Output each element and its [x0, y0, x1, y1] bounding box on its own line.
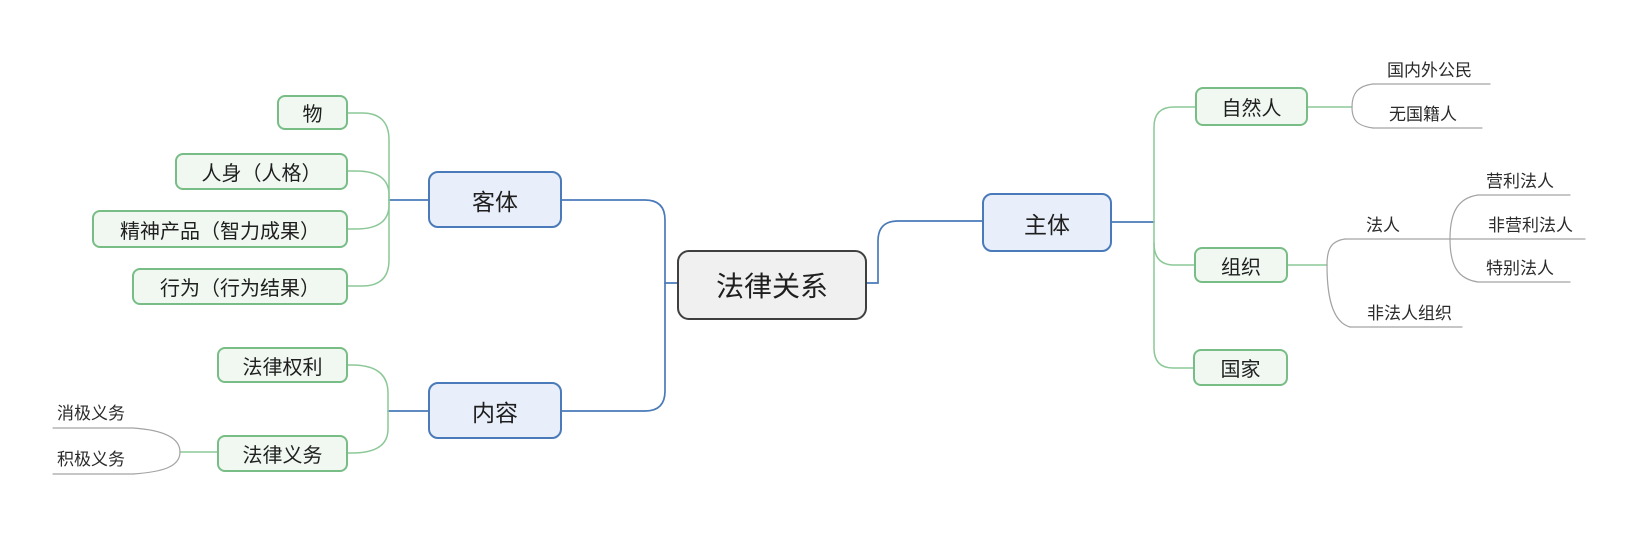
- edge-zuzhi: [1153, 242, 1195, 266]
- edge-keti-root: [561, 199, 678, 284]
- edge-neirong-root: [561, 282, 666, 412]
- leaf-feifaren[interactable]: 非法人组织: [1367, 304, 1452, 323]
- node-xingwei[interactable]: 行为（行为结果）: [132, 268, 348, 305]
- bracket-faren-children: [1449, 194, 1479, 283]
- node-neirong[interactable]: 内容: [428, 382, 562, 439]
- leaf-faren[interactable]: 法人: [1366, 216, 1400, 235]
- leaf-guoneiwai[interactable]: 国内外公民: [1387, 61, 1472, 80]
- edge-guojia: [1153, 221, 1194, 369]
- bracket-yiwu-children: [132, 427, 181, 475]
- edge-wu: [347, 112, 390, 201]
- node-root[interactable]: 法律关系: [677, 250, 867, 320]
- node-renshen[interactable]: 人身（人格）: [175, 153, 348, 190]
- node-zuzhi[interactable]: 组织: [1194, 247, 1288, 283]
- leaf-feiyingli[interactable]: 非营利法人: [1488, 216, 1573, 235]
- leaf-jiji[interactable]: 积极义务: [57, 450, 125, 469]
- node-guojia[interactable]: 国家: [1193, 349, 1288, 386]
- edge-root-zhuti: [866, 220, 983, 284]
- leaf-wuguoji[interactable]: 无国籍人: [1389, 105, 1457, 124]
- edge-renshen: [347, 170, 390, 201]
- node-ziranren[interactable]: 自然人: [1195, 87, 1308, 126]
- leaf-yingli[interactable]: 营利法人: [1486, 172, 1554, 191]
- node-yiwu[interactable]: 法律义务: [217, 435, 348, 472]
- node-wu[interactable]: 物: [277, 95, 348, 130]
- leaf-xiaoji[interactable]: 消极义务: [57, 404, 125, 423]
- bracket-zuzhi-children: [1326, 238, 1351, 328]
- node-keti[interactable]: 客体: [428, 171, 562, 228]
- edge-quanli: [347, 364, 389, 412]
- edge-yiwu: [347, 410, 389, 454]
- bracket-ziranren-children: [1351, 83, 1374, 129]
- edge-ziranren: [1153, 106, 1196, 223]
- edge-jingshen: [347, 199, 390, 230]
- node-quanli[interactable]: 法律权利: [217, 347, 348, 383]
- node-jingshen[interactable]: 精神产品（智力成果）: [92, 210, 348, 248]
- edge-xingwei: [347, 199, 390, 287]
- leaf-tebie[interactable]: 特别法人: [1486, 259, 1554, 278]
- node-zhuti[interactable]: 主体: [982, 193, 1112, 252]
